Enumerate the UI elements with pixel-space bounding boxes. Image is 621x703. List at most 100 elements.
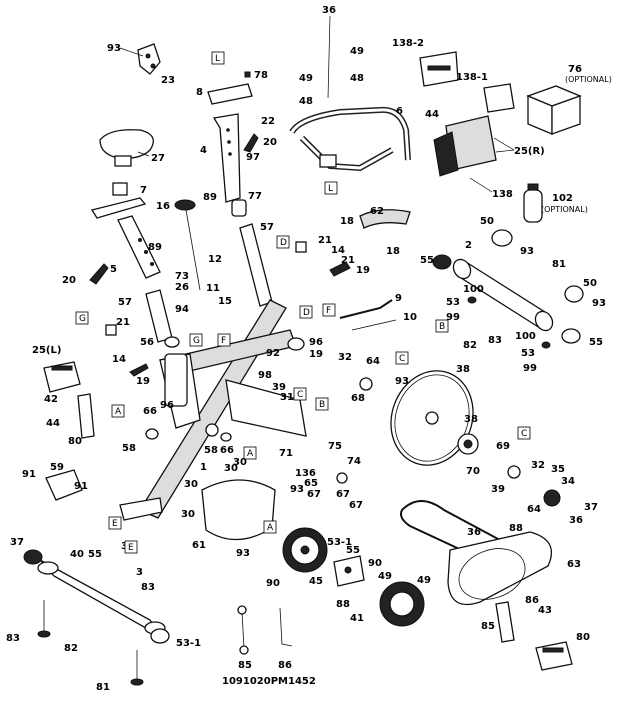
part-8-top-bracket [207, 83, 253, 105]
label-62: 62 [370, 206, 384, 217]
tag-D-brake [276, 235, 290, 249]
label-40: 36 [467, 527, 481, 538]
label-61: 61 [192, 540, 206, 551]
label-88-b: 41 [350, 613, 364, 624]
label-19-a: 19 [356, 265, 370, 276]
label-89-b: 89 [148, 242, 162, 253]
label-83-a: 55 [88, 549, 102, 560]
tag-L-top-text: L [215, 54, 220, 64]
label-92: 39 [272, 382, 286, 393]
tag-D-frame [299, 305, 313, 319]
tag-L-bar [324, 181, 338, 195]
part-23-bracket [137, 43, 161, 75]
part-59-bracket [45, 469, 83, 501]
label-66-a: 58 [122, 443, 136, 454]
label-76: 76 [568, 64, 582, 75]
label-138: 44 [425, 109, 439, 120]
label-11: 11 [206, 283, 220, 294]
label-18-a: 18 [340, 216, 354, 227]
label-101: 138 [492, 189, 513, 200]
label-59: 59 [50, 462, 64, 473]
tag-L-top [211, 51, 225, 65]
label-53-1-b: 81 [96, 682, 110, 693]
label-93-g: 93 [290, 484, 304, 495]
label-65: 67 [336, 489, 350, 500]
label-53-1-a: 83 [6, 633, 20, 644]
label-99-b: 99 [523, 363, 537, 374]
drawing-code: 1091020PM1452 [222, 676, 316, 687]
tag-C-frame [293, 387, 307, 401]
label-53-b: 53 [521, 348, 535, 359]
label-32-b: 32 [531, 460, 545, 471]
part-5-seat-post [117, 215, 161, 279]
label-87: 102 [552, 193, 573, 204]
part-57-lower [145, 289, 173, 343]
label-30-c: 30 [233, 457, 247, 468]
tag-A-mid-text: A [247, 449, 254, 459]
tag-F-rod-text: F [326, 306, 331, 316]
label-30-b: 30 [181, 509, 195, 520]
tag-C-flywheel-text: C [399, 354, 405, 364]
tool-86-allen-key [279, 607, 293, 647]
label-82-b: 3 [121, 541, 128, 552]
label-138-1: 138-1 [456, 72, 488, 83]
tag-B-frame [315, 397, 329, 411]
tag-F-frame-text: F [221, 336, 226, 346]
label-53-a: 53 [446, 297, 460, 308]
label-29: 63 [567, 559, 581, 570]
label-9: 9 [395, 293, 402, 304]
label-55-a: 55 [420, 255, 434, 266]
part-63-sprocket [379, 581, 425, 627]
optional-note-87: (OPTIONAL) [541, 205, 588, 214]
label-36-a: 36 [322, 5, 336, 16]
tag-C-frame-text: C [297, 390, 303, 400]
label-66-b: 58 [204, 445, 218, 456]
label-49-b: 49 [299, 73, 313, 84]
part-25L-pedal [43, 361, 81, 393]
label-102: 25(R) [514, 146, 545, 157]
label-93-h: 93 [236, 548, 250, 559]
label-88-a: 49 [378, 571, 392, 582]
label-8: 8 [196, 87, 203, 98]
part-4-handlebar-post [212, 113, 241, 203]
label-75: 136 [295, 468, 316, 479]
label-64-b: 39 [491, 484, 505, 495]
part-41-belt-pulley [282, 527, 328, 573]
tag-B-frame-text: B [319, 400, 325, 410]
label-96: 98 [258, 370, 272, 381]
label-44-b: 43 [538, 605, 552, 616]
label-93-f: 31 [280, 392, 294, 403]
label-60: 88 [509, 523, 523, 534]
label-93-c: 93 [592, 298, 606, 309]
label-33: 38 [464, 414, 478, 425]
label-70: 75 [328, 441, 342, 452]
part-50-wheel-a [491, 229, 513, 247]
label-38-b: 70 [466, 466, 480, 477]
label-82-c: 3 [136, 567, 143, 578]
label-14-a: 14 [331, 245, 345, 256]
part-7-seat-slide [90, 182, 147, 219]
label-63: 49 [417, 575, 431, 586]
label-91-a: 91 [22, 469, 36, 480]
tag-E-frame-text: E [112, 519, 118, 529]
label-100-b: 100 [515, 331, 536, 342]
label-50-a: 50 [480, 216, 494, 227]
tag-D-frame-text: D [303, 308, 310, 318]
part-16-tension-knob [174, 199, 201, 291]
label-41: 90 [266, 578, 280, 589]
label-57-a: 57 [260, 222, 274, 233]
tag-D-brake-text: D [280, 238, 287, 248]
label-1: 1 [200, 462, 207, 473]
part-57-upper [239, 223, 273, 307]
label-25R: 80 [576, 632, 590, 643]
optional-note-76: (OPTIONAL) [565, 75, 612, 84]
tag-G-frame [189, 333, 203, 347]
label-19-b: 19 [136, 376, 150, 387]
tag-B-tube-text: B [439, 322, 445, 332]
label-6: 6 [396, 106, 403, 117]
label-34: 34 [561, 476, 575, 487]
label-55-b: 55 [589, 337, 603, 348]
part-43-crank-right [495, 601, 515, 643]
label-48-a: 48 [350, 73, 364, 84]
